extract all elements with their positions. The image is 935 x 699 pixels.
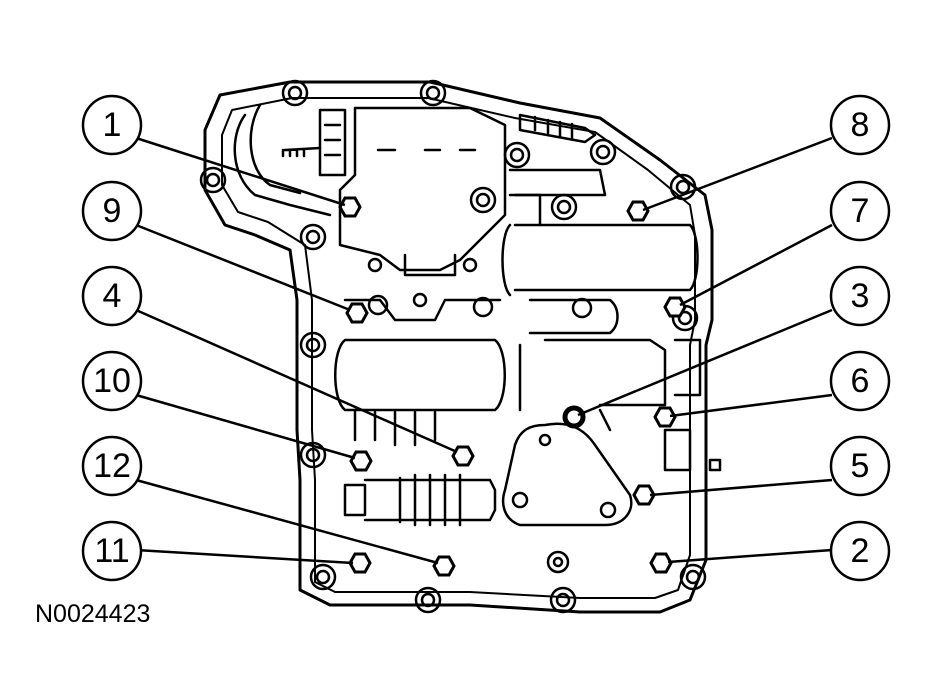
transmission-case-outline — [203, 80, 714, 614]
callout-4: 4 — [81, 265, 143, 327]
callout-label-9: 9 — [103, 192, 122, 230]
bolt-12 — [432, 555, 456, 577]
callout-8: 8 — [829, 94, 891, 156]
callout-label-10: 10 — [93, 362, 131, 400]
figure-code: N0024423 — [35, 600, 150, 628]
callout-5: 5 — [829, 435, 891, 497]
center-valve-bore — [334, 338, 667, 447]
bolt-2 — [649, 552, 673, 574]
case-bolt-bosses — [199, 79, 707, 614]
bolt-11 — [348, 552, 372, 574]
callout-label-6: 6 — [851, 362, 870, 400]
wiring-harness — [233, 103, 597, 217]
bolt-1 — [338, 196, 362, 218]
callout-label-7: 7 — [851, 192, 870, 230]
callout-label-1: 1 — [103, 106, 122, 144]
accumulator-cover-plate — [501, 408, 633, 527]
callout-label-3: 3 — [851, 277, 870, 315]
right-valve-bores — [501, 168, 699, 335]
bolt-10 — [349, 450, 373, 472]
callout-2: 2 — [829, 520, 891, 582]
bolt-4 — [451, 445, 475, 467]
callout-11: 11 — [81, 520, 143, 582]
callout-7: 7 — [829, 180, 891, 242]
callout-10: 10 — [81, 350, 143, 412]
right-side-fittings — [663, 338, 722, 472]
callout-12: 12 — [81, 435, 143, 497]
lower-spring-valve — [343, 473, 497, 527]
callout-6: 6 — [829, 350, 891, 412]
leader-lines — [135, 136, 833, 565]
callout-label-8: 8 — [851, 106, 870, 144]
solenoid-body — [338, 106, 507, 322]
callout-9: 9 — [81, 180, 143, 242]
bolt-7 — [663, 296, 687, 318]
bolt-8 — [626, 200, 650, 222]
callout-label-4: 4 — [103, 277, 122, 315]
bolt-6 — [653, 406, 677, 428]
callout-label-11: 11 — [94, 532, 129, 570]
hex-bolts — [338, 196, 687, 577]
bolt-9 — [345, 302, 369, 324]
callout-label-12: 12 — [93, 447, 131, 485]
bolt-3 — [562, 405, 586, 429]
callout-label-2: 2 — [851, 532, 870, 570]
callout-1: 1 — [81, 94, 143, 156]
callout-label-5: 5 — [851, 447, 870, 485]
callout-3: 3 — [829, 265, 891, 327]
